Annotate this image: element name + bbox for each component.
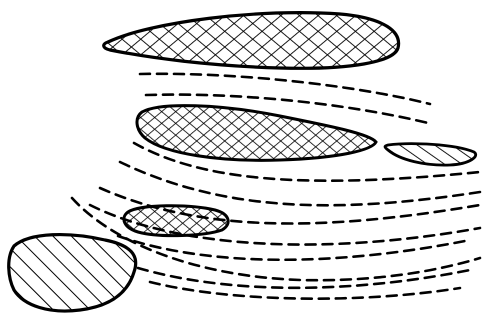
small-body: [124, 206, 228, 236]
middle-body: [137, 106, 376, 161]
flow-line: [120, 162, 480, 205]
top-body: [104, 13, 399, 69]
flow-line: [118, 236, 470, 260]
right-small-body: [385, 144, 476, 165]
bottom-left-body: [9, 235, 136, 311]
flow-line: [150, 282, 460, 299]
flow-line: [138, 268, 470, 288]
